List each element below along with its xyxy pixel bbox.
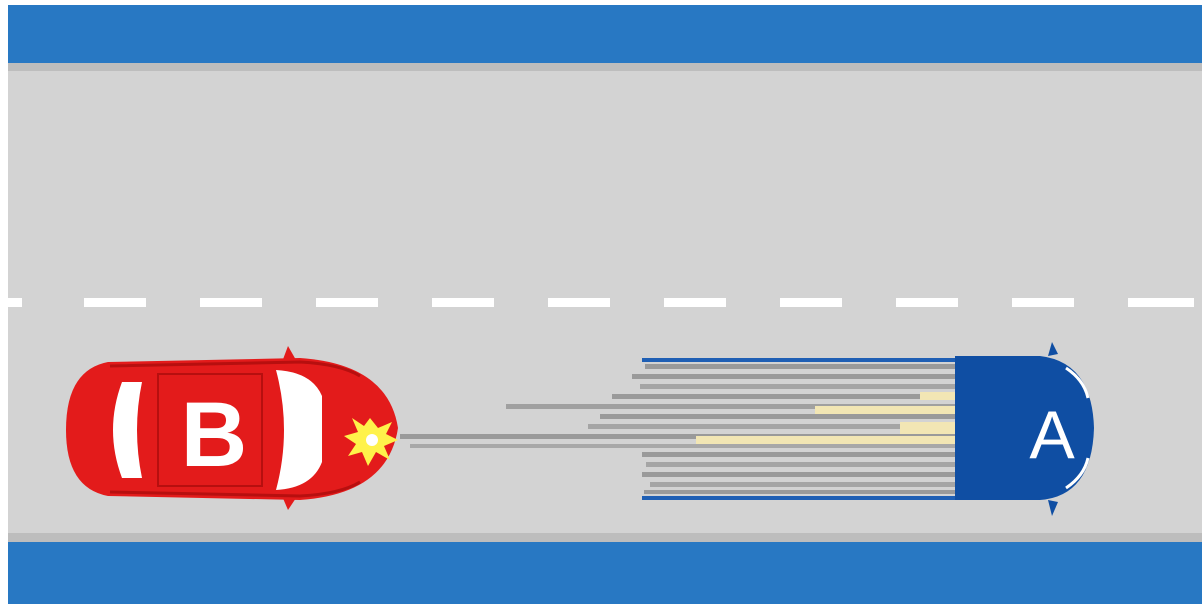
top-road-edge (8, 63, 1202, 71)
car-b: B (66, 346, 398, 510)
car-a-label: A (1029, 397, 1075, 473)
top-curb (8, 5, 1202, 63)
bottom-road-edge (8, 533, 1202, 542)
car-b-label: B (181, 384, 247, 486)
bottom-curb (8, 542, 1202, 604)
